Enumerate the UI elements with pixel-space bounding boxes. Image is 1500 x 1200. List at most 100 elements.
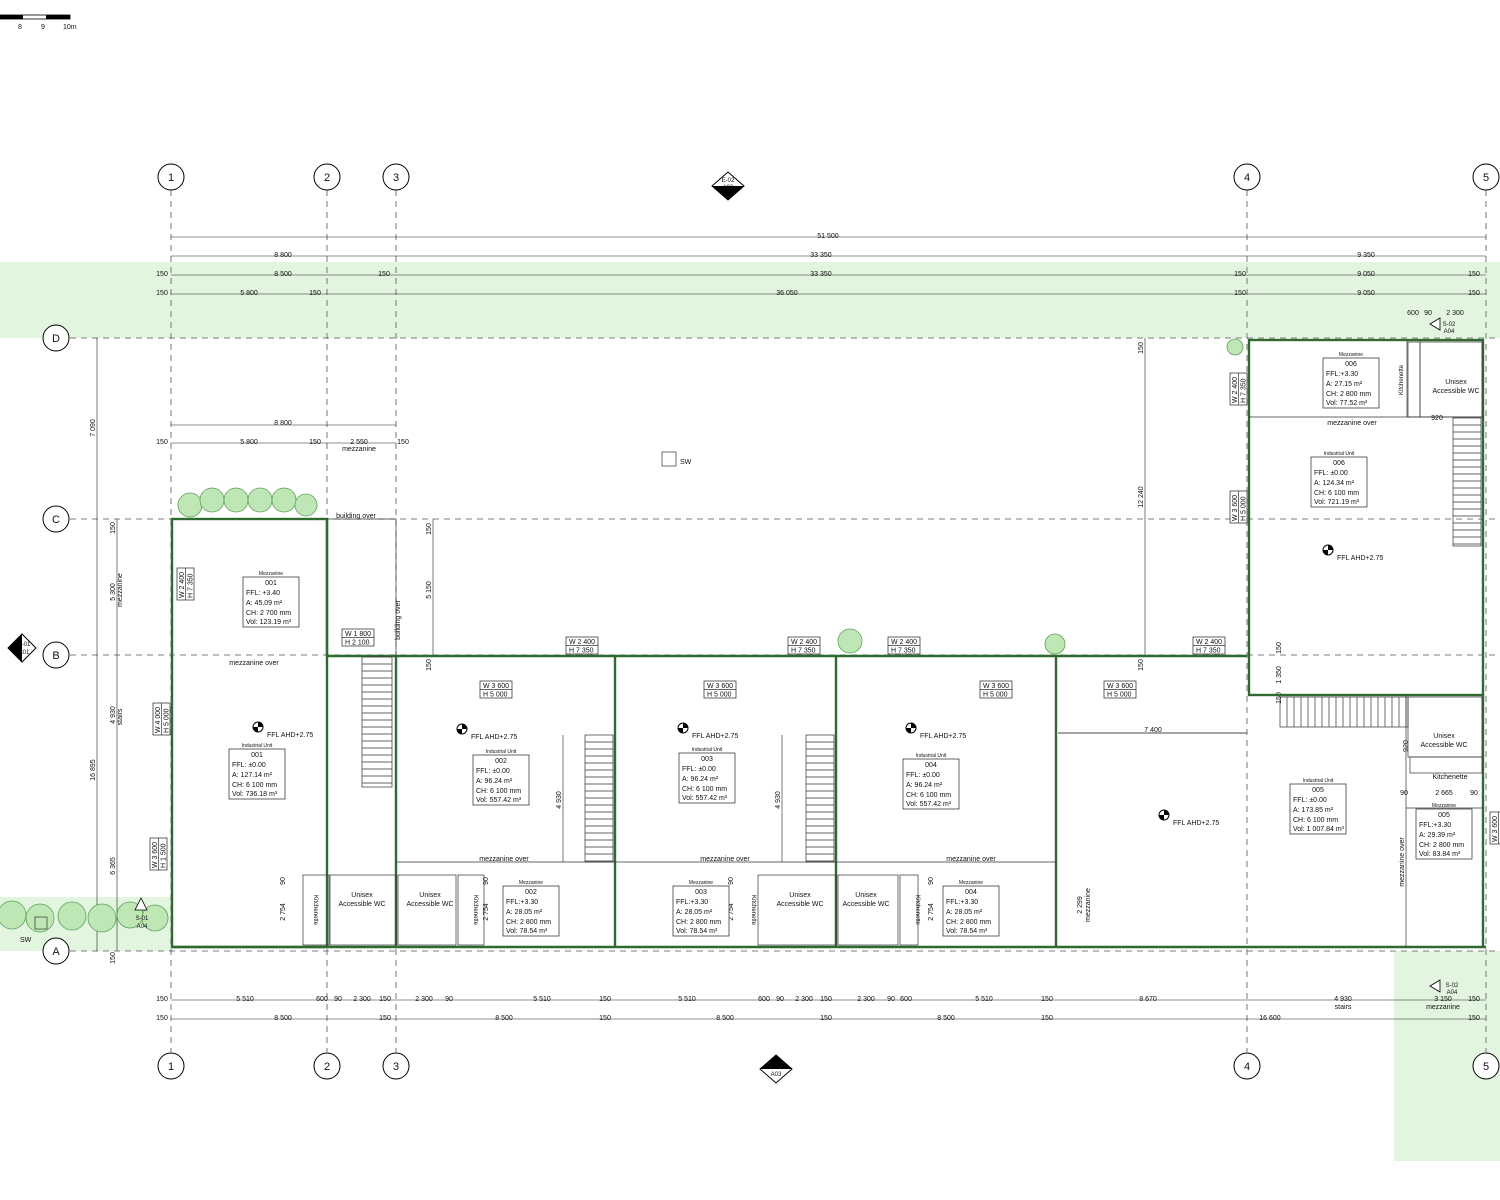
dim-label: 2 754: [280, 903, 287, 921]
bottom-dimensions: 150 5 510 600 90 2 300 150 2 300 90 5 51…: [156, 996, 1486, 1022]
dim-label: 5 800: [240, 439, 258, 446]
dim-label: 2 754: [928, 903, 935, 921]
level-label: FFL AHD+2.75: [920, 733, 966, 740]
dim-label: 90: [483, 877, 490, 885]
level-label: FFL AHD+2.75: [692, 733, 738, 740]
sw-pit-symbol: [661, 451, 677, 467]
dim-label: 2 300: [353, 996, 371, 1003]
room-area: A: 96.24 m²: [476, 778, 513, 785]
room-type: Industrial Unit: [242, 743, 273, 749]
opening-width: W 3 600: [1232, 495, 1239, 521]
dim-label: stairs: [117, 708, 124, 725]
wc-label-line: Unisex: [1433, 733, 1455, 740]
building-walls: [170, 338, 1486, 949]
grid-bubble-5: 5: [1472, 1052, 1500, 1080]
dim-label: 6 365: [110, 857, 117, 875]
dim-label: 2 300: [795, 996, 813, 1003]
grid-bubble-label: 3: [393, 172, 399, 184]
dim-label: 150: [820, 1015, 832, 1022]
dim-label: 90: [928, 877, 935, 885]
room-ffl: FFL: ±0.00: [1293, 797, 1327, 804]
room-area: A: 124.34 m²: [1314, 480, 1355, 487]
room-ffl: FFL: +3.40: [246, 590, 280, 597]
room-ceiling-height: CH: 2 800 mm: [506, 919, 551, 926]
room-ffl: FFL:+3.30: [946, 899, 978, 906]
interior-dimensions: 12 240 150 5 150 150 150 150 150 1 350 1…: [280, 310, 1478, 922]
dim-label: 150: [1041, 1015, 1053, 1022]
dim-label: 150: [379, 1015, 391, 1022]
dim-label: 150: [426, 523, 433, 535]
room-volume: Vol: 78.54 m³: [946, 928, 988, 935]
note-mezzanine-over: mezzanine over: [700, 856, 750, 863]
wc-label-line: Accessible WC: [338, 901, 385, 908]
tree: [87, 903, 117, 933]
dim-label: 90: [728, 877, 735, 885]
room-type: Mezzanine: [259, 571, 283, 577]
grid-bubble-label: 1: [168, 172, 174, 184]
wc-blocks: [302, 341, 1483, 946]
wc-label-line: Unisex: [855, 892, 877, 899]
opening-height: H 5 000: [164, 708, 171, 733]
dim-label: 600: [1407, 310, 1419, 317]
dim-label: 8 800: [274, 420, 292, 427]
room-number: 004: [965, 889, 977, 896]
room-ffl: FFL:+3.30: [1326, 371, 1358, 378]
opening-width: W 2 400: [569, 639, 595, 646]
dim-label: 3 150: [1434, 996, 1452, 1003]
room-volume: Vol: 78.54 m³: [506, 928, 548, 935]
room-area: A: 28.05 m²: [946, 909, 983, 916]
grid-bubble-1: 1: [157, 163, 185, 191]
grid-bubble-3: 3: [382, 163, 410, 191]
dim-label: 150: [110, 952, 117, 964]
room-area: A: 28.05 m²: [676, 909, 713, 916]
dim-label: 8 800: [274, 252, 292, 259]
room-ceiling-height: CH: 2 800 mm: [1419, 842, 1464, 849]
opening-height: H 5 000: [1107, 692, 1132, 699]
level-label: FFL AHD+2.75: [471, 734, 517, 741]
tree: [837, 628, 863, 654]
dim-label: 7 090: [90, 419, 97, 437]
dim-label: 16 895: [90, 759, 97, 781]
room-volume: Vol: 78.54 m³: [676, 928, 718, 935]
grid-bubble-label: C: [52, 514, 60, 526]
grid-bubble-label: 2: [324, 1061, 330, 1073]
level-marker: FFL AHD+2.75: [905, 722, 966, 740]
note-mezzanine-over: mezzanine over: [1327, 420, 1377, 427]
opening-height: H 7 350: [1241, 378, 1248, 403]
dim-label: 150: [1276, 692, 1283, 704]
room-area: A: 127.14 m²: [232, 772, 273, 779]
room-ceiling-height: CH: 6 100 mm: [232, 782, 277, 789]
note-kitchenette: Kitchenette: [472, 895, 478, 926]
tree: [1226, 338, 1244, 356]
dim-label: 90: [280, 877, 287, 885]
room-volume: Vol: 83.84 m³: [1419, 851, 1461, 858]
room-number: 003: [701, 756, 713, 763]
left-dimensions: 7 090 16 895 150 5 300 mezzanine 4 930 s…: [90, 338, 124, 964]
section-marker-s02-bottom: S-02 A04: [1429, 979, 1459, 996]
level-marker: FFL AHD+2.75: [1322, 544, 1383, 562]
room-number: 003: [695, 889, 707, 896]
tree: [177, 492, 203, 518]
dim-label: 5 510: [236, 996, 254, 1003]
dim-label: 150: [599, 1015, 611, 1022]
tree: [199, 487, 225, 513]
opening-width: W 3 600: [1492, 816, 1499, 842]
opening-height: H 5 000: [707, 692, 732, 699]
dim-label: 8 500: [495, 1015, 513, 1022]
grid-bubble-4: 4: [1233, 163, 1261, 191]
landscape-strip-north: [0, 262, 1500, 338]
room-ceiling-height: CH: 2 800 mm: [1326, 391, 1371, 398]
room-volume: Vol: 736.18 m³: [232, 791, 278, 798]
level-label: FFL AHD+2.75: [267, 732, 313, 739]
